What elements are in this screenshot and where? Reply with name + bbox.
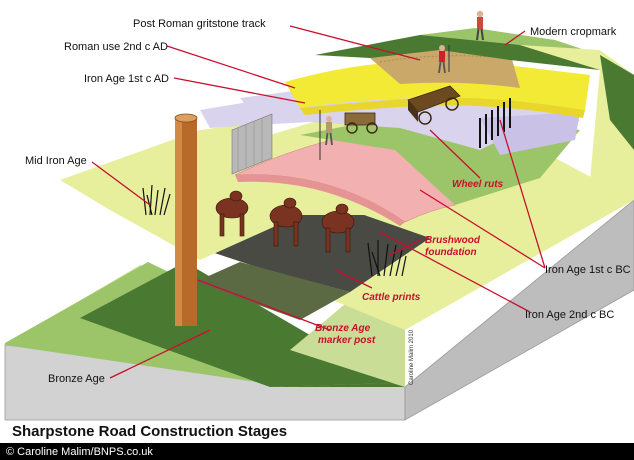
leader-modern-cropmark	[504, 30, 526, 46]
left-lavender-band	[200, 95, 310, 128]
cow-middle-icon	[269, 197, 303, 247]
pit-shadow	[195, 262, 350, 320]
small-cart-icon	[344, 112, 378, 134]
bronze-age-light-strip	[290, 300, 405, 387]
leader-lines	[91, 25, 546, 379]
leader-wheel-ruts	[429, 129, 481, 179]
cow-right-icon	[321, 203, 355, 253]
cart-icon	[407, 85, 461, 125]
label-brushwood-2: foundation	[425, 247, 477, 258]
leader-marker-post	[197, 279, 331, 331]
leader-mid-iron-age	[91, 161, 151, 206]
leader-iron-age-1st-bc-a	[419, 189, 546, 269]
iron-age-1st-bc-front	[235, 174, 405, 226]
credit-bar	[0, 443, 634, 460]
leader-cattle-prints	[334, 269, 373, 289]
label-iron-age-1st-ad: Iron Age 1st c AD	[84, 73, 169, 85]
person-roman-icon	[438, 45, 450, 74]
label-roman-use: Roman use 2nd c AD	[64, 41, 168, 53]
label-brushwood-1: Brushwood	[425, 235, 481, 246]
label-marker-post-1: Bronze Age	[315, 323, 371, 334]
cattle-group-icon	[215, 190, 355, 253]
label-marker-post-2: marker post	[318, 335, 376, 346]
diagram-title: Sharpstone Road Construction Stages	[12, 423, 287, 440]
leader-iron-age-1st-ad	[173, 77, 306, 104]
label-cattle-prints: Cattle prints	[362, 292, 421, 303]
label-iron-age-2nd-bc: Iron Age 2nd c BC	[525, 309, 614, 321]
label-post-roman-track: Post Roman gritstone track	[133, 18, 266, 30]
person-iron-age-icon	[319, 110, 333, 160]
black-fence	[479, 98, 511, 148]
cropmark-light	[420, 28, 600, 70]
left-pale-band	[60, 122, 260, 210]
label-mid-iron-age: Mid Iron Age	[25, 155, 87, 167]
leader-brushwood	[389, 239, 421, 256]
leader-bronze-age	[109, 329, 211, 379]
block-side-right	[404, 199, 634, 421]
leader-iron-age-2nd-bc	[379, 231, 531, 313]
photo-credit: © Caroline Malim/BNPS.co.uk	[6, 446, 153, 458]
fence-texture	[237, 119, 263, 171]
label-bronze-age: Bronze Age	[48, 373, 105, 385]
leader-roman-use	[166, 45, 296, 89]
artist-signature: Caroline Malim 2010	[409, 329, 415, 385]
bronze-age-marker-post-icon	[174, 113, 198, 326]
cow-left-icon	[215, 190, 249, 237]
brushwood-right-icon	[367, 240, 407, 277]
person-modern-icon	[476, 10, 484, 41]
modern-cropmark-layer	[315, 32, 600, 70]
label-wheel-ruts: Wheel ruts	[452, 179, 504, 190]
leader-post-roman	[289, 25, 421, 61]
leader-iron-age-1st-bc-b	[499, 119, 546, 269]
label-iron-age-1st-bc: Iron Age 1st c BC	[545, 264, 631, 276]
roman-yellow-lip	[300, 97, 585, 118]
label-modern-cropmark: Modern cropmark	[530, 26, 617, 38]
bronze-age-front-band	[270, 383, 405, 387]
top-right-dark	[600, 55, 634, 150]
